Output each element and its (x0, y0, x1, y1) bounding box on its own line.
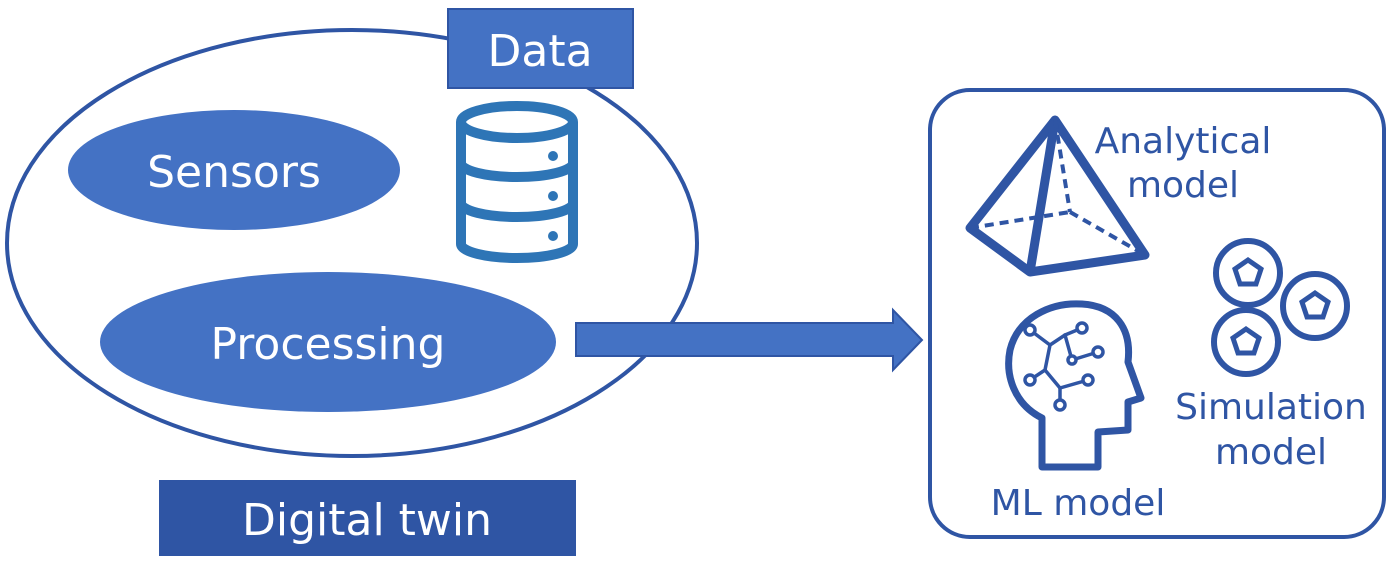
database-icon (456, 101, 578, 263)
digital-twin-title: Digital twin (242, 495, 492, 546)
sensors-label: Sensors (147, 147, 321, 198)
processing-label: Processing (211, 319, 446, 370)
simulation-model-label-line2: model (1215, 432, 1327, 473)
digital-twin-ellipse (5, 28, 699, 458)
digital-twin-title-box: Digital twin (159, 480, 576, 556)
pyramid-icon (965, 115, 1150, 277)
simulation-model-label-line1: Simulation (1175, 387, 1367, 428)
models-panel (928, 88, 1386, 539)
analytical-model-label-line2: model (1127, 165, 1239, 206)
analytical-model-label-line1: Analytical (1095, 121, 1272, 162)
data-label-box: Data (447, 8, 634, 89)
processing-node: Processing (100, 272, 556, 412)
cells-icon (1211, 238, 1350, 377)
ml-model-label: ML model (991, 483, 1166, 524)
data-label: Data (487, 26, 592, 77)
right-arrow-icon (575, 307, 924, 373)
sensors-node: Sensors (68, 110, 400, 230)
ai-head-icon (1005, 300, 1145, 471)
